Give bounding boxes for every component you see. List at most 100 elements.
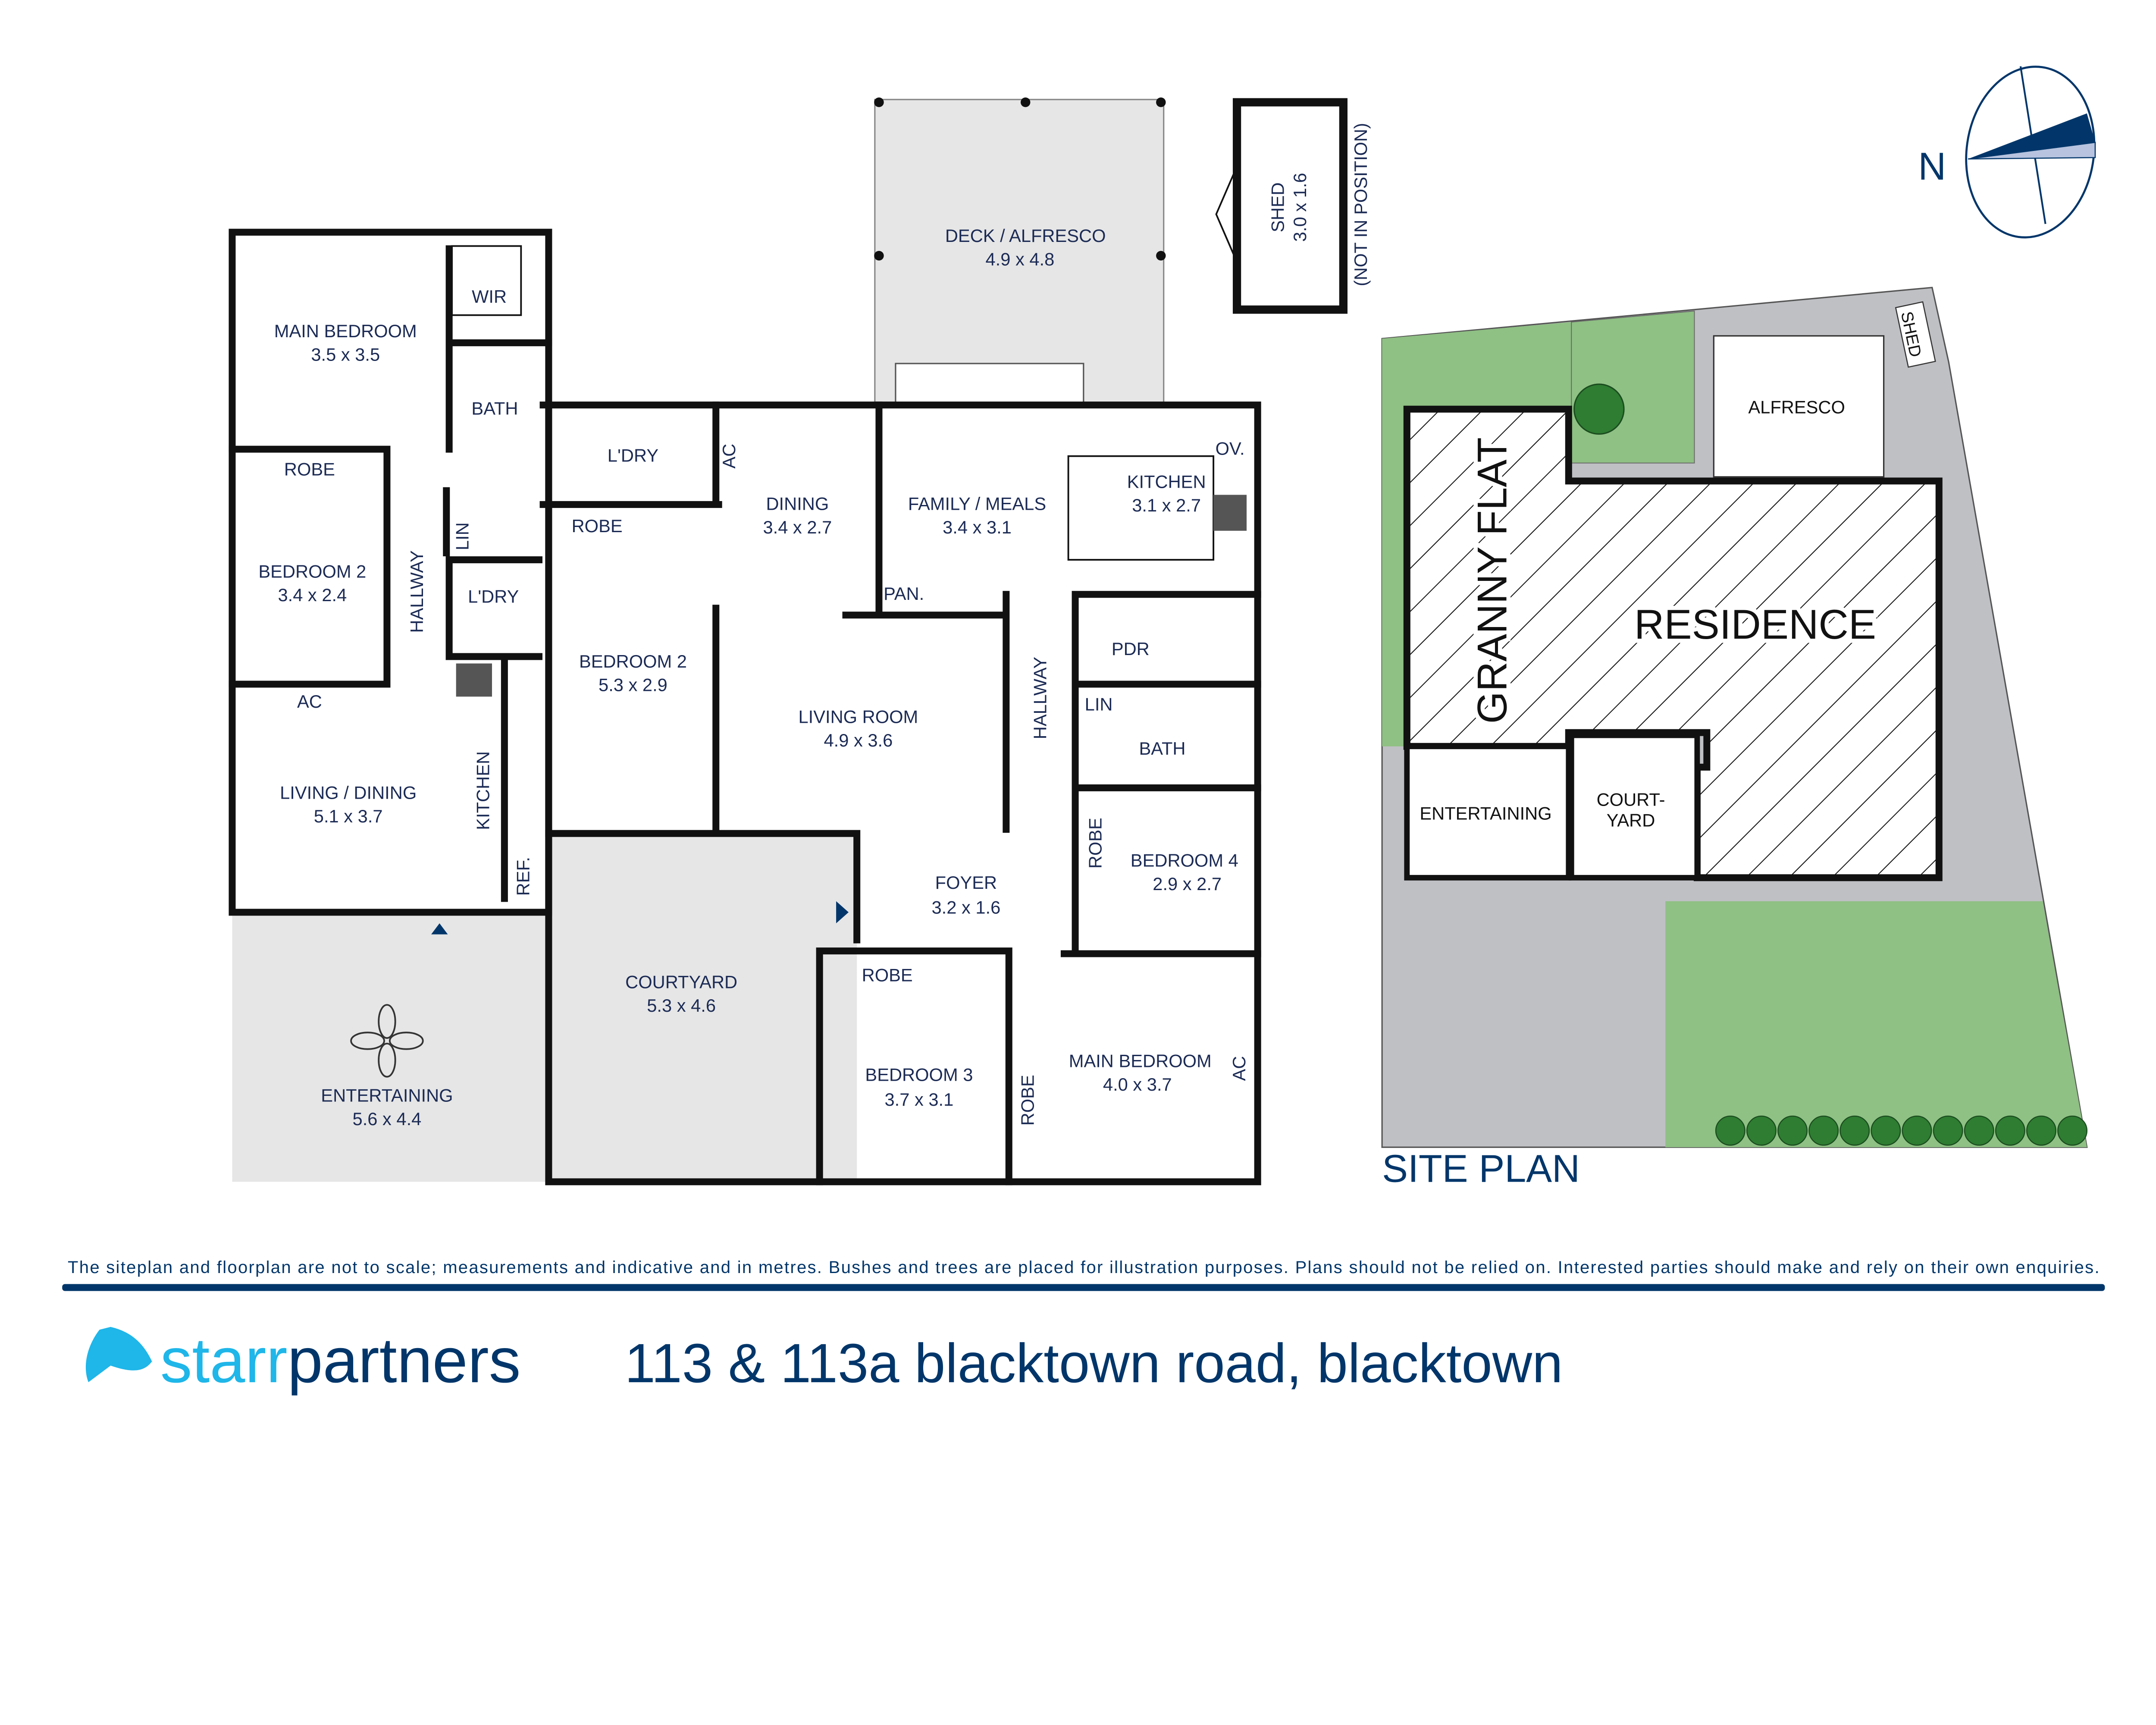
north-label: N (1918, 145, 1946, 188)
room-dims: 5.3 x 2.9 (599, 675, 667, 695)
room-label: AC (297, 691, 322, 712)
room-label: L'DRY (608, 445, 658, 466)
brand-partners: partners (288, 1325, 521, 1396)
granny-cooktop-icon (456, 663, 492, 697)
room-dims: 5.6 x 4.4 (353, 1109, 422, 1129)
tree-icon (1715, 1115, 1745, 1146)
residence-label: RESIDENCE (1634, 602, 1876, 648)
property-address: 113 & 113a blacktown road, blacktown (625, 1333, 1563, 1394)
kitchen-bench (1067, 455, 1215, 561)
room-label: KITCHEN (1127, 471, 1206, 492)
room-dims: 3.1 x 2.7 (1132, 495, 1201, 515)
room-dims: 4.9 x 4.8 (985, 249, 1054, 269)
tree-icon (1746, 1115, 1777, 1146)
deck-posts (874, 97, 1166, 261)
room-label: BEDROOM 3 (865, 1064, 973, 1085)
tree-icon (2026, 1115, 2056, 1146)
bbq-bench (895, 363, 1084, 406)
site-shed-block (1895, 301, 1936, 368)
north-arrow-icon: N (1918, 66, 2096, 238)
room-label: HALLWAY (1030, 657, 1050, 739)
room-dims: 3.2 x 1.6 (931, 897, 1000, 918)
room-label: ENTERTAINING (321, 1085, 453, 1105)
room-dims: 3.4 x 3.1 (943, 517, 1012, 537)
room-label: PDR (1112, 639, 1150, 659)
residence-walls (539, 401, 1261, 1186)
room-dims: 4.0 x 3.7 (1103, 1074, 1172, 1095)
room-label: REF. (513, 857, 533, 896)
room-label: DINING (766, 494, 829, 514)
room-label: LIN (1085, 694, 1113, 714)
tree-icon (1839, 1115, 1870, 1146)
room-label: COURTYARD (625, 972, 737, 992)
site-plan-title: SITE PLAN (1382, 1147, 1580, 1190)
entertaining-label: ENTERTAINING (1420, 803, 1551, 824)
shed-door (1215, 172, 1235, 256)
room-label: BATH (1139, 738, 1186, 759)
room-dims: 3.4 x 2.4 (278, 585, 347, 605)
cooktop-icon (1213, 495, 1247, 531)
courtyard-area (548, 836, 857, 1182)
tree-icon (1964, 1115, 1994, 1146)
site-courtyard (1568, 732, 1700, 881)
tree-icon (1871, 1115, 1901, 1146)
room-label: AC (1229, 1056, 1249, 1081)
room-label: BEDROOM 2 (579, 651, 687, 671)
footer-divider (62, 1284, 2105, 1291)
room-label: PAN. (884, 583, 924, 604)
courtyard-label: COURT- (1597, 790, 1665, 810)
alfresco-block (1713, 335, 1885, 478)
floorplan-sheet: MAIN BEDROOM 3.5 x 3.5 WIR BATH ROBE BED… (62, 66, 2105, 1396)
room-label: LIN (452, 522, 473, 550)
room-label: OV. (1216, 438, 1245, 458)
tree-icon (1573, 383, 1625, 435)
tree-icon (1902, 1115, 1932, 1146)
lawn-rear (1665, 901, 2087, 1148)
brand-starr: starr (160, 1325, 288, 1396)
room-label: DECK / ALFRESCO (945, 226, 1106, 246)
alfresco-label: ALFRESCO (1748, 397, 1845, 417)
tree-icon (1777, 1115, 1808, 1146)
courtyard-label: YARD (1607, 810, 1655, 831)
footer: The siteplan and floorplan are not to sc… (62, 1258, 2105, 1396)
disclaimer: The siteplan and floorplan are not to sc… (68, 1258, 2100, 1277)
room-dims: 2.9 x 2.7 (1153, 874, 1222, 894)
star-logo-icon (85, 1327, 152, 1383)
room-dims: 3.4 x 2.7 (763, 517, 832, 537)
tree-icon (1808, 1115, 1839, 1146)
room-label: ROBE (1017, 1075, 1037, 1126)
room-label: ROBE (284, 459, 335, 480)
deck-alfresco-area (874, 99, 1165, 406)
tree-icon (1995, 1115, 2025, 1146)
tree-icon (2057, 1115, 2088, 1146)
room-label: SHED (1268, 182, 1288, 232)
shed (1232, 98, 1348, 314)
room-label: ROBE (862, 965, 913, 985)
site-entertaining (1404, 743, 1572, 881)
room-label: LIVING / DINING (280, 783, 417, 803)
room-dims: 3.0 x 1.6 (1290, 173, 1310, 242)
starr-partners-logo: starr partners (85, 1325, 521, 1396)
floor-plan: MAIN BEDROOM 3.5 x 3.5 WIR BATH ROBE BED… (229, 97, 1371, 1186)
room-label: LIVING ROOM (799, 706, 918, 727)
room-label: BATH (471, 398, 518, 419)
room-label: HALLWAY (407, 550, 427, 633)
room-labels: MAIN BEDROOM 3.5 x 3.5 WIR BATH ROBE BED… (258, 123, 1371, 1129)
entry-arrow-icon (431, 923, 448, 935)
wir-door (451, 245, 522, 316)
tree-icon (1933, 1115, 1963, 1146)
room-label: ROBE (572, 516, 623, 536)
room-label: AC (719, 444, 739, 469)
room-label: BEDROOM 2 (258, 561, 366, 582)
ceiling-fan-icon (350, 1004, 424, 1078)
site-plan: SHED ALFRESCO GRANNY FLAT RESIDENCE ENTE… (1381, 286, 2088, 1190)
room-label: KITCHEN (473, 751, 493, 830)
residence-hatching (1407, 409, 1939, 878)
room-label: WIR (472, 286, 507, 307)
room-label: FOYER (935, 872, 997, 893)
room-label: MAIN BEDROOM (274, 321, 417, 341)
room-dims: 3.7 x 3.1 (885, 1089, 954, 1110)
entertaining-area (232, 912, 549, 1182)
room-dims: 3.5 x 3.5 (311, 345, 380, 365)
courtyard-entry-arrow-icon (836, 901, 849, 924)
